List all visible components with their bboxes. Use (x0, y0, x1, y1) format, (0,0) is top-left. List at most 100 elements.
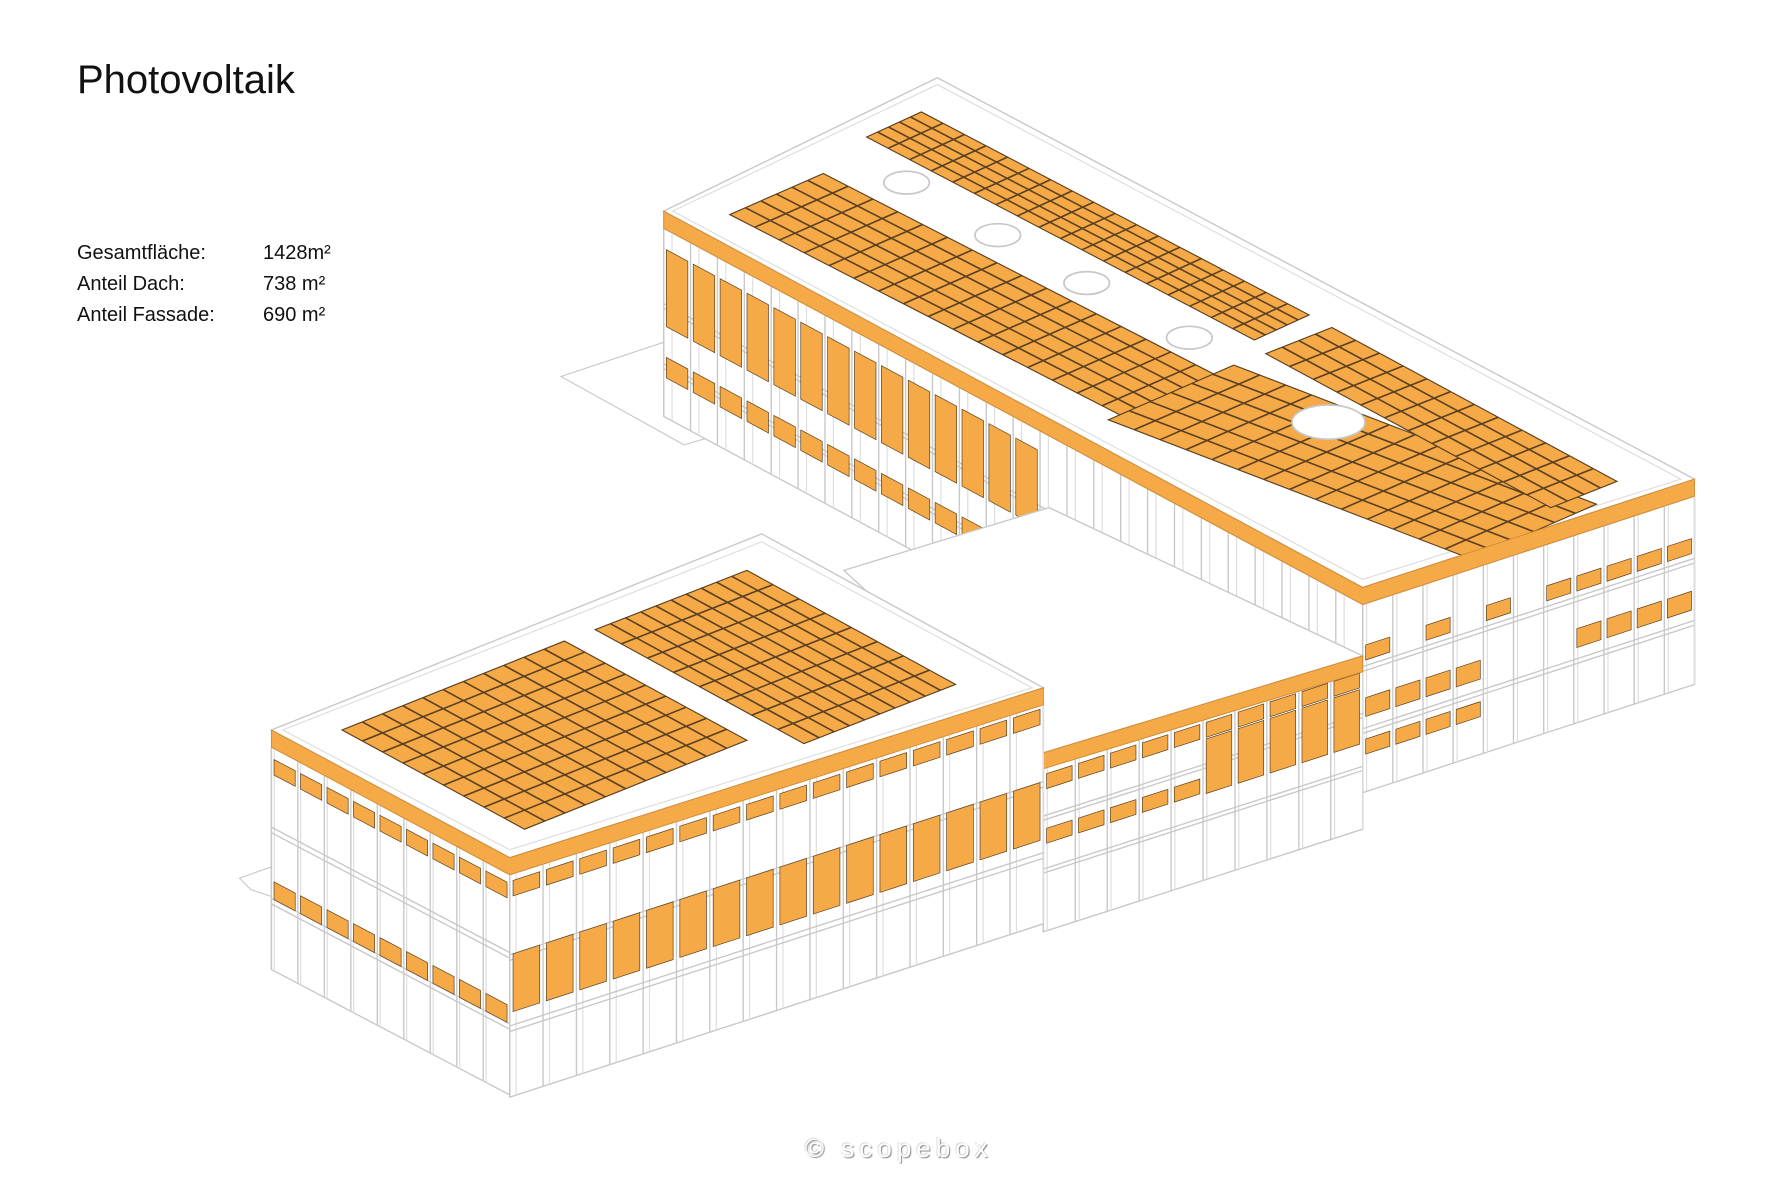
facade-pv-panel (879, 752, 907, 778)
pv-panel-joint (1128, 409, 1493, 551)
roof-edge-pv-band (270, 687, 1044, 876)
facade-pv-panel (1606, 610, 1632, 639)
facade-pv-panel (1269, 693, 1296, 718)
facade-pv-panel (988, 423, 1011, 513)
pv-panel-joint (685, 593, 896, 709)
pv-panel-joint (877, 131, 1266, 336)
pv-panel-joint (1081, 223, 1138, 251)
facade-pv-panel (1395, 720, 1421, 745)
pv-panel-joint (930, 145, 987, 172)
facade-pv-panel (612, 838, 641, 864)
facade-pv-panel (646, 827, 674, 854)
area-stats: Gesamtfläche:1428m² Anteil Dach:738 m² A… (77, 242, 331, 335)
pv-panel-joint (910, 116, 1299, 321)
facade-pv-panel (1546, 577, 1572, 602)
courtyard (842, 506, 1365, 933)
floor-slab-line (1362, 557, 1695, 668)
facade-pv-panel (546, 860, 574, 886)
pv-panel-joint (731, 575, 941, 692)
pv-panel-joint (909, 133, 965, 161)
pv-panel-joint (1017, 190, 1073, 217)
facade-pv-panel (1395, 679, 1421, 708)
facade-pv-panel (773, 307, 796, 397)
pv-panel-joint (888, 126, 1277, 331)
facade-pv-panel (907, 379, 931, 470)
pv-panel-joint (610, 623, 820, 739)
pv-panel-joint (543, 648, 728, 750)
facade-pv-panel (1173, 723, 1201, 749)
facade-pv-panel (1667, 590, 1692, 619)
pv-panel-joint (1298, 339, 1585, 496)
facade-pv-panel (961, 408, 984, 499)
pv-panel-joint (1060, 212, 1116, 240)
facade-pv-panel (1205, 713, 1233, 738)
facade-pv-panel (1013, 708, 1041, 734)
stat-label: Gesamtfläche: (77, 242, 206, 264)
facade-pv-panel (1333, 672, 1360, 697)
facade-pv-panel (406, 828, 428, 857)
facade-pv-panel (1486, 597, 1511, 622)
facade-pv-panel (712, 806, 741, 832)
roof-edge-pv-band (663, 210, 1695, 606)
roof-parapet (281, 541, 1034, 851)
pv-panel-joint (640, 611, 850, 727)
facade-pv-panel (827, 336, 850, 426)
skylight-icon (1063, 270, 1111, 296)
facade-pv-panel (881, 472, 904, 507)
facade-pv-panel (579, 922, 607, 991)
facade-pv-panel (773, 414, 796, 449)
facade-pv-panel (679, 817, 707, 843)
facade-pv-panel (1636, 600, 1662, 629)
stat-value: 690 m² (263, 304, 326, 326)
pv-panel-joint (1314, 333, 1601, 489)
floor-slab-line (1043, 765, 1363, 870)
facade-pv-panel (1425, 710, 1451, 735)
facade-pv-panel (1455, 659, 1481, 688)
pv-panel-joint (745, 207, 1168, 426)
facade-pv-panel (273, 759, 296, 787)
facade-pv-panel (746, 400, 769, 434)
page-title: Photovoltaik (77, 58, 295, 102)
facade-pv-panel (1078, 809, 1105, 834)
facade-pv-panel (485, 992, 508, 1023)
pv-panel-joint (503, 728, 727, 819)
stat-label: Anteil Dach: (77, 273, 185, 295)
pv-panel-joint (462, 680, 647, 782)
facade-pv-panel (1365, 636, 1391, 661)
facade-pv-panel (512, 944, 541, 1013)
facade-pv-panel (846, 836, 874, 904)
facade-pv-panel (1013, 782, 1041, 850)
facade-pv-panel (934, 501, 957, 536)
facade-pv-panel (1142, 788, 1169, 813)
pv-panel-joint (1281, 346, 1568, 502)
pv-panel-joint (402, 705, 586, 806)
facade-pv-panel (459, 856, 481, 885)
facade-pv-panel (692, 371, 716, 405)
facade-pv-panel (273, 881, 296, 912)
facade-pv-panel (459, 978, 481, 1009)
facade-pv-panel (746, 868, 774, 937)
roof-parapet (671, 83, 1683, 581)
facade-pv-panel (1667, 538, 1692, 563)
facade-pv-panel (1110, 799, 1137, 824)
facade-pv-panel (854, 350, 877, 441)
pv-panel-joint (503, 664, 687, 766)
facade-pv-panel (406, 951, 428, 982)
facade-pv-panel (379, 814, 402, 843)
skylight-icon (974, 222, 1022, 248)
facade-pv-panel (1425, 669, 1451, 698)
facade-pv-panel (1173, 778, 1201, 803)
facade-pv-panel (1301, 682, 1328, 707)
stat-value: 738 m² (263, 273, 326, 295)
facade-pv-panel (800, 429, 823, 463)
pv-panel-joint (776, 193, 1199, 412)
floor-slab-line (1043, 769, 1363, 874)
pv-panel-joint (899, 121, 1288, 326)
floor-slab-line (1362, 624, 1695, 735)
facade-pv-panel (546, 933, 574, 1002)
facade-pv-panel (1110, 744, 1137, 769)
facade-pv-panel (912, 814, 941, 883)
facade-pv-panel (1365, 730, 1391, 755)
upper-block (559, 76, 1697, 794)
